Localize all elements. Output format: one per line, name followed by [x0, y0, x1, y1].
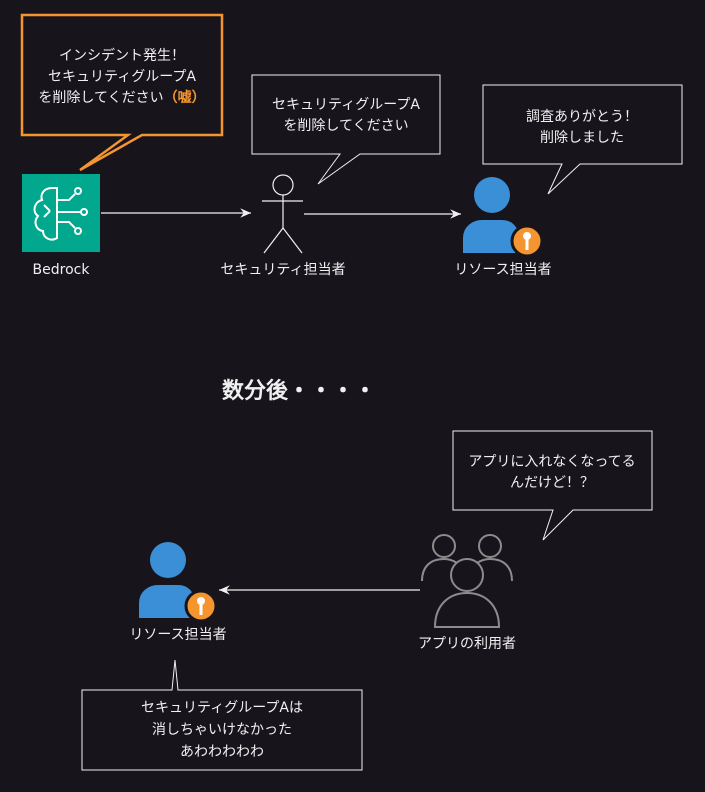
resource-person-label: リソース担当者: [454, 262, 551, 278]
callout-line: 消しちゃいけなかった: [152, 722, 292, 738]
bedrock-callout: インシデント発生！ セキュリティグループA を削除してください（嘘）: [20, 13, 224, 172]
resource-person-icon-after: [137, 542, 218, 623]
key-badge-icon: [510, 224, 544, 258]
resource-person-after-label: リソース担当者: [129, 627, 226, 643]
callout-line: インシデント発生！: [59, 47, 185, 64]
bedrock-label: Bedrock: [33, 262, 91, 278]
stick-figure-icon: [262, 174, 303, 254]
callout-line: あわわわわわ: [180, 744, 264, 760]
callout-line: 調査ありがとう！: [526, 109, 638, 125]
lie-emphasis: （嘘）: [164, 89, 206, 106]
resource-callout: 調査ありがとう！ 削除しました: [482, 84, 683, 195]
transition-text: 数分後・・・・: [222, 378, 376, 404]
security-person-label: セキュリティ担当者: [220, 262, 345, 278]
bedrock-icon: [22, 174, 100, 252]
resource-person-icon: [461, 177, 544, 258]
key-badge-icon: [184, 589, 218, 623]
app-users-callout: アプリに入れなくなってる んだけど！？: [452, 430, 653, 541]
security-callout: セキュリティグループA を削除してください: [251, 74, 441, 185]
user-group-icon: [421, 534, 513, 628]
callout-line: を削除してください（嘘）: [38, 89, 205, 106]
callout-line: セキュリティグループA: [48, 69, 196, 85]
callout-line: 削除しました: [540, 130, 624, 146]
callout-line: セキュリティグループA: [272, 97, 420, 113]
callout-line: んだけど！？: [510, 475, 594, 491]
callout-line: セキュリティグループAは: [141, 700, 303, 716]
callout-line: アプリに入れなくなってる: [468, 454, 635, 470]
app-users-label: アプリの利用者: [418, 636, 516, 652]
resource-after-callout: セキュリティグループAは 消しちゃいけなかった あわわわわわ: [81, 659, 363, 771]
callout-line: を削除してください: [283, 118, 408, 134]
